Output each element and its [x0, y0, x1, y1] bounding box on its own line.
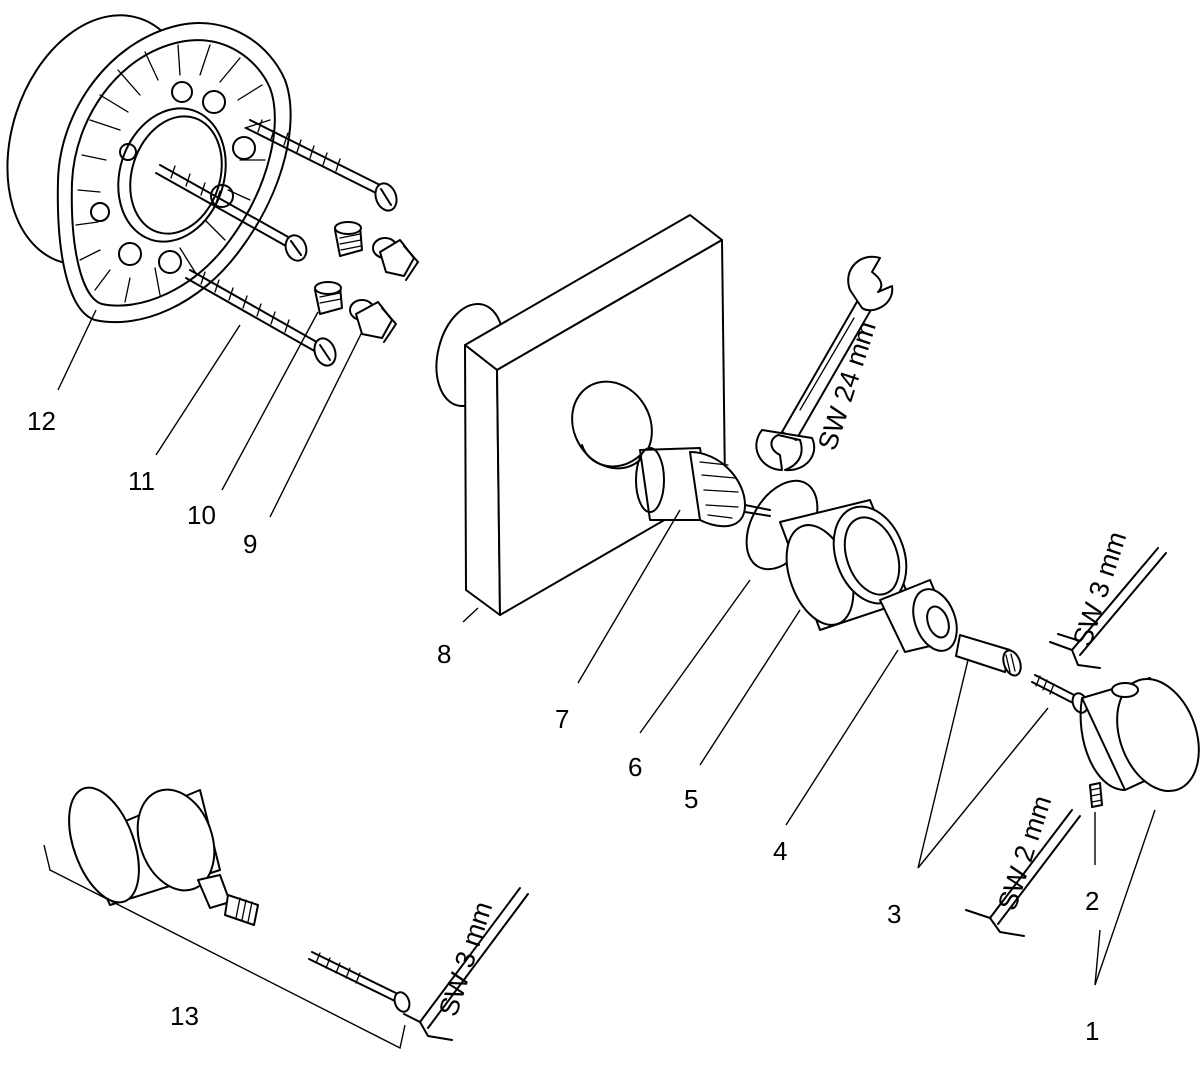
part-number-1: 1	[1085, 1016, 1099, 1046]
handle-knob	[1079, 677, 1200, 793]
part-number-10: 10	[187, 500, 216, 530]
part-number-7: 7	[555, 704, 569, 734]
spindle-adapter	[879, 579, 958, 653]
hex-key-handle: SW 3 mm	[1049, 528, 1167, 669]
open-end-wrench: SW 24 mm	[755, 255, 894, 472]
set-screw	[1089, 782, 1103, 808]
mounting-base	[6, 14, 292, 324]
part-numbers: 12 11 10 9 8 7 6 5 4 3 2 1 13	[27, 406, 1099, 1046]
cover-plate	[435, 214, 726, 616]
hex-key-extension-label: SW 3 mm	[433, 898, 498, 1020]
part-number-13: 13	[170, 1001, 199, 1031]
handle-screw	[1031, 674, 1089, 714]
extension-set	[43, 786, 411, 1050]
part-number-6: 6	[628, 752, 642, 782]
strainers	[314, 221, 363, 315]
part-number-5: 5	[684, 784, 698, 814]
check-valves	[349, 237, 419, 343]
hex-key-set-screw-label: SW 2 mm	[992, 792, 1057, 914]
leader-lines	[57, 309, 1156, 986]
part-number-9: 9	[243, 529, 257, 559]
extension-pin	[955, 634, 1022, 677]
part-number-2: 2	[1085, 886, 1099, 916]
part-number-11: 11	[128, 466, 155, 496]
hex-key-extension: SW 3 mm	[403, 887, 529, 1041]
part-number-8: 8	[437, 639, 451, 669]
part-number-3: 3	[887, 899, 901, 929]
part-number-4: 4	[773, 836, 787, 866]
hex-key-set-screw: SW 2 mm	[965, 792, 1081, 937]
valve-cartridge	[635, 447, 771, 528]
part-number-12: 12	[27, 406, 56, 436]
mounting-screws	[155, 119, 398, 367]
extension-sleeve	[779, 499, 911, 631]
